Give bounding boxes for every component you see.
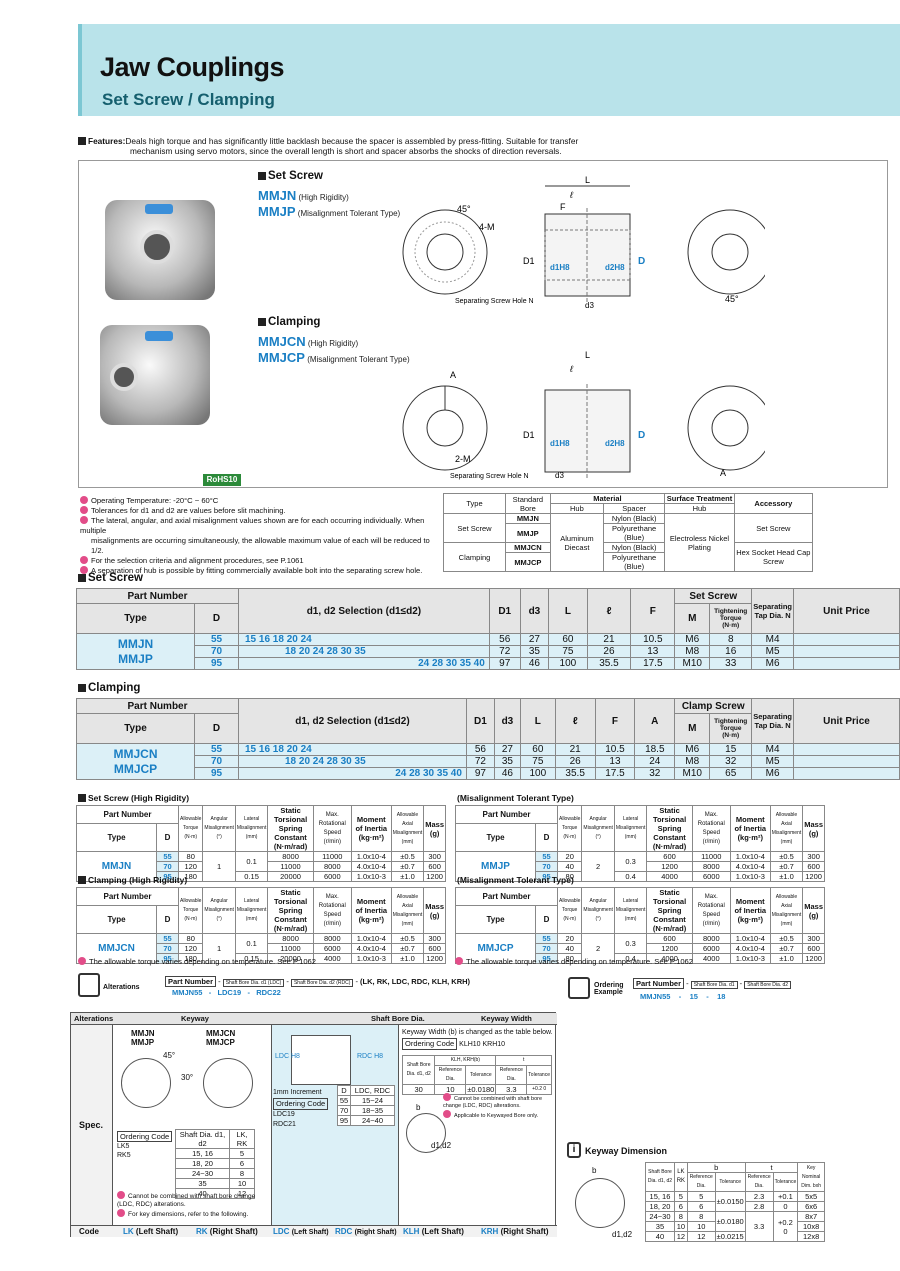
svg-text:45°: 45° bbox=[725, 294, 739, 304]
keyway-dimension-title: Keyway Dimension bbox=[585, 1146, 668, 1156]
model-mmjp: MMJP bbox=[258, 204, 296, 219]
alterations-example: MMJN55 - LDC19 - RDC22 bbox=[172, 988, 281, 997]
clamping-table-heading: Clamping bbox=[78, 682, 140, 694]
features-text: Features:Deals high torque and has signi… bbox=[78, 136, 888, 156]
torque-note-left: The allowable torque varies depending on… bbox=[89, 957, 316, 966]
svg-text:A: A bbox=[450, 370, 456, 380]
svg-text:D: D bbox=[638, 256, 645, 267]
page-title: Jaw Couplings bbox=[100, 52, 285, 82]
notes-list: Operating Temperature: -20°C ~ 60°C Tole… bbox=[80, 496, 430, 575]
set-screw-table-heading: Set Screw bbox=[78, 572, 143, 584]
alterations-icon bbox=[78, 973, 100, 997]
svg-text:45°: 45° bbox=[457, 204, 471, 214]
svg-text:D: D bbox=[638, 430, 645, 441]
clamping-heading: Clamping bbox=[258, 316, 320, 328]
keyway-dimension-drawing bbox=[575, 1178, 625, 1228]
svg-text:ℓ: ℓ bbox=[569, 364, 573, 374]
svg-text:2-M: 2-M bbox=[455, 454, 471, 464]
svg-text:Separating Screw Hole N: Separating Screw Hole N bbox=[450, 473, 529, 480]
svg-text:d3: d3 bbox=[555, 471, 564, 480]
alterations-spec-table: Alterations Keyway Shaft Bore Dia. Keywa… bbox=[70, 1012, 557, 1237]
model-mmjcp: MMJCP bbox=[258, 350, 305, 365]
info-icon: i bbox=[567, 1142, 581, 1158]
ordering-example-icon bbox=[568, 977, 590, 999]
svg-text:d3: d3 bbox=[585, 301, 594, 310]
keyway-width-drawing bbox=[406, 1113, 446, 1153]
header-banner: Jaw Couplings Set Screw / Clamping bbox=[78, 24, 900, 116]
svg-text:d1H8: d1H8 bbox=[550, 439, 570, 448]
model-mmjcn: MMJCN bbox=[258, 334, 306, 349]
svg-text:A: A bbox=[720, 468, 726, 478]
svg-text:d2H8: d2H8 bbox=[605, 439, 625, 448]
svg-text:L: L bbox=[585, 350, 590, 360]
performance-title-t4: (Misalignment Tolerant Type) bbox=[457, 875, 574, 885]
svg-text:L: L bbox=[585, 175, 590, 185]
set-screw-drawing: L ℓ F D1 D d2H8 d1H8 45° 4-M Separating … bbox=[402, 175, 765, 310]
set-screw-product-photo bbox=[105, 200, 215, 300]
svg-text:F: F bbox=[560, 202, 566, 212]
model-mmjn: MMJN bbox=[258, 188, 297, 203]
ordering-code-format: Part Number - Shaft Bore Dia. d1 - Shaft… bbox=[633, 978, 792, 989]
set-screw-heading: Set Screw bbox=[258, 170, 323, 182]
svg-text:Separating Screw Hole N: Separating Screw Hole N bbox=[455, 298, 534, 305]
ordering-example: MMJN55 - 15 - 18 bbox=[640, 992, 726, 1001]
page-subtitle: Set Screw / Clamping bbox=[102, 90, 275, 109]
performance-title-t3: Clamping (High Rigidity) bbox=[78, 875, 187, 885]
rohs-badge: RoHS10 bbox=[203, 474, 241, 486]
keyway-drawing-left bbox=[121, 1058, 171, 1108]
clamping-drawing: L ℓ D1 D d2H8 d1H8 A 2-M Separating Scre… bbox=[402, 350, 765, 480]
svg-text:ℓ: ℓ bbox=[569, 190, 573, 200]
performance-title-t1: Set Screw (High Rigidity) bbox=[78, 793, 189, 803]
keyway-drawing-right bbox=[203, 1058, 253, 1108]
svg-text:4-M: 4-M bbox=[479, 222, 495, 232]
svg-text:D1: D1 bbox=[523, 256, 535, 266]
shaft-bore-drawing bbox=[291, 1035, 351, 1085]
torque-note-right: The allowable torque varies depending on… bbox=[466, 957, 693, 966]
clamping-product-photo bbox=[100, 325, 210, 425]
svg-text:D1: D1 bbox=[523, 430, 535, 440]
svg-text:d2H8: d2H8 bbox=[605, 263, 625, 272]
product-overview-box bbox=[78, 160, 888, 488]
svg-text:d1H8: d1H8 bbox=[550, 263, 570, 272]
performance-title-t2: (Misalignment Tolerant Type) bbox=[457, 793, 574, 803]
alterations-code-format: Part Number - Shaft Bore Dia. d1 (LDC) -… bbox=[165, 976, 470, 987]
